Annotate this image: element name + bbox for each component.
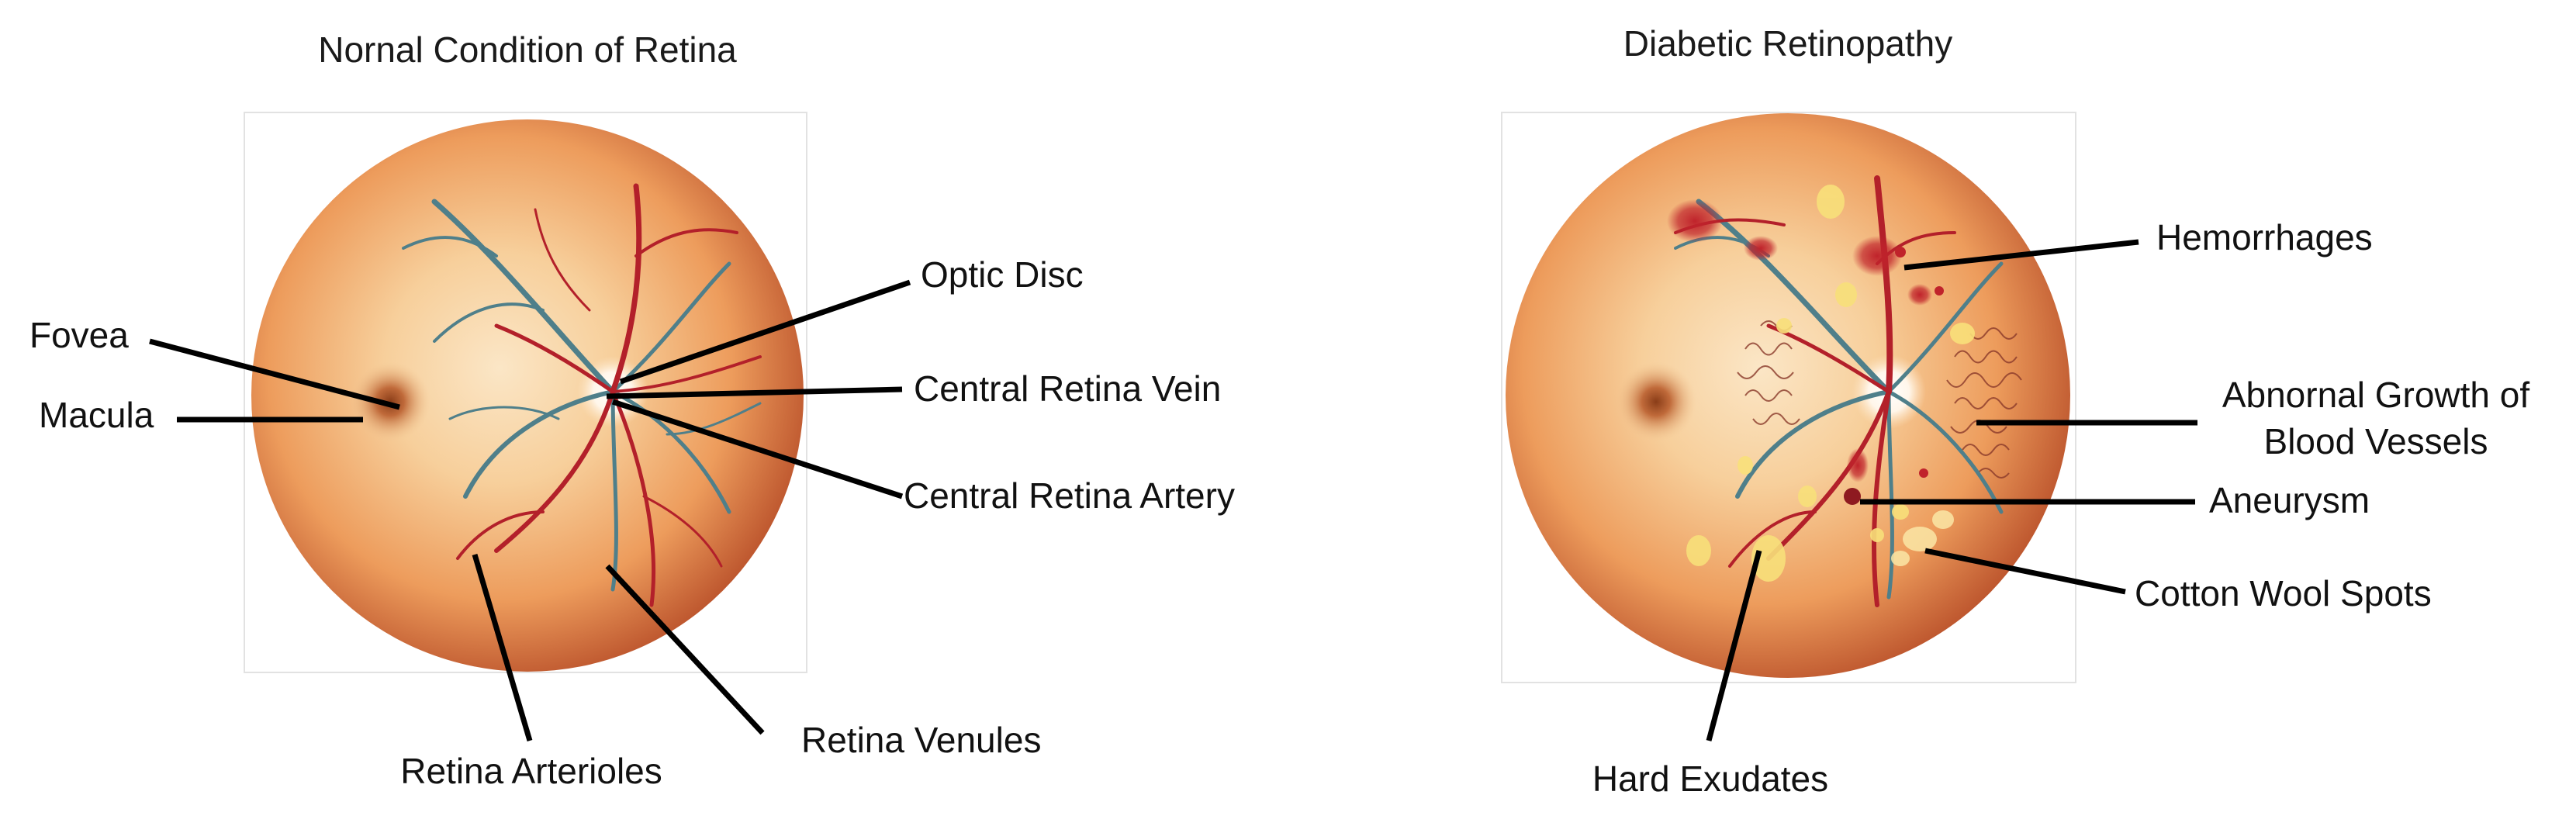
leader-venules [605, 564, 765, 735]
label-hemorrhages: Hemorrhages [2156, 217, 2373, 257]
diabetic-retina [1506, 113, 2070, 678]
leader-fovea [149, 338, 400, 410]
label-abnormal-growth-line1: Abnornal Growth of [2222, 375, 2530, 415]
leader-central-vein [606, 386, 903, 399]
diabetic-title: Diabetic Retinopathy [1623, 23, 1952, 64]
label-macula: Macula [39, 395, 154, 435]
leader-hemorrhages [1903, 239, 2139, 271]
label-optic-disc: Optic Disc [921, 254, 1084, 295]
diabetic-veins [1674, 199, 2004, 600]
label-retina-venules: Retina Venules [801, 720, 1041, 760]
label-central-retina-artery: Central Retina Artery [904, 475, 1235, 516]
hard-exudates [1686, 185, 1975, 582]
label-abnormal-growth-line2: Blood Vessels [2264, 421, 2488, 461]
leader-hard-exudates [1706, 550, 1762, 741]
label-central-retina-vein: Central Retina Vein [914, 368, 1221, 409]
diabetic-retina-panel: Diabetic Retinopathy [1501, 23, 2530, 799]
label-cotton-wool-spots: Cotton Wool Spots [2135, 573, 2432, 613]
diabetic-macula [1616, 361, 1696, 442]
label-retina-arterioles: Retina Arterioles [400, 751, 662, 791]
hemorrhages [1667, 199, 1944, 482]
aneurysm-dot [1844, 488, 1861, 505]
normal-veins [402, 199, 762, 592]
normal-retina-disk [251, 119, 804, 672]
normal-macula [350, 361, 430, 442]
label-fovea: Fovea [29, 315, 129, 355]
diabetic-retina-disk [1506, 113, 2070, 678]
cotton-wool-spots [1891, 510, 1954, 566]
normal-retina-panel: Nornal Condition of Retina [29, 29, 1235, 791]
normal-arteries [456, 183, 762, 607]
label-hard-exudates: Hard Exudates [1592, 759, 1828, 799]
leader-arterioles [472, 554, 533, 741]
diabetic-arteries [1674, 175, 1956, 607]
leader-central-artery [611, 399, 904, 499]
normal-title: Nornal Condition of Retina [318, 29, 737, 70]
normal-retina [251, 119, 804, 672]
label-aneurysm: Aneurysm [2209, 480, 2370, 520]
leader-optic-disc [619, 279, 911, 385]
leader-cotton-wool [1924, 548, 2126, 595]
